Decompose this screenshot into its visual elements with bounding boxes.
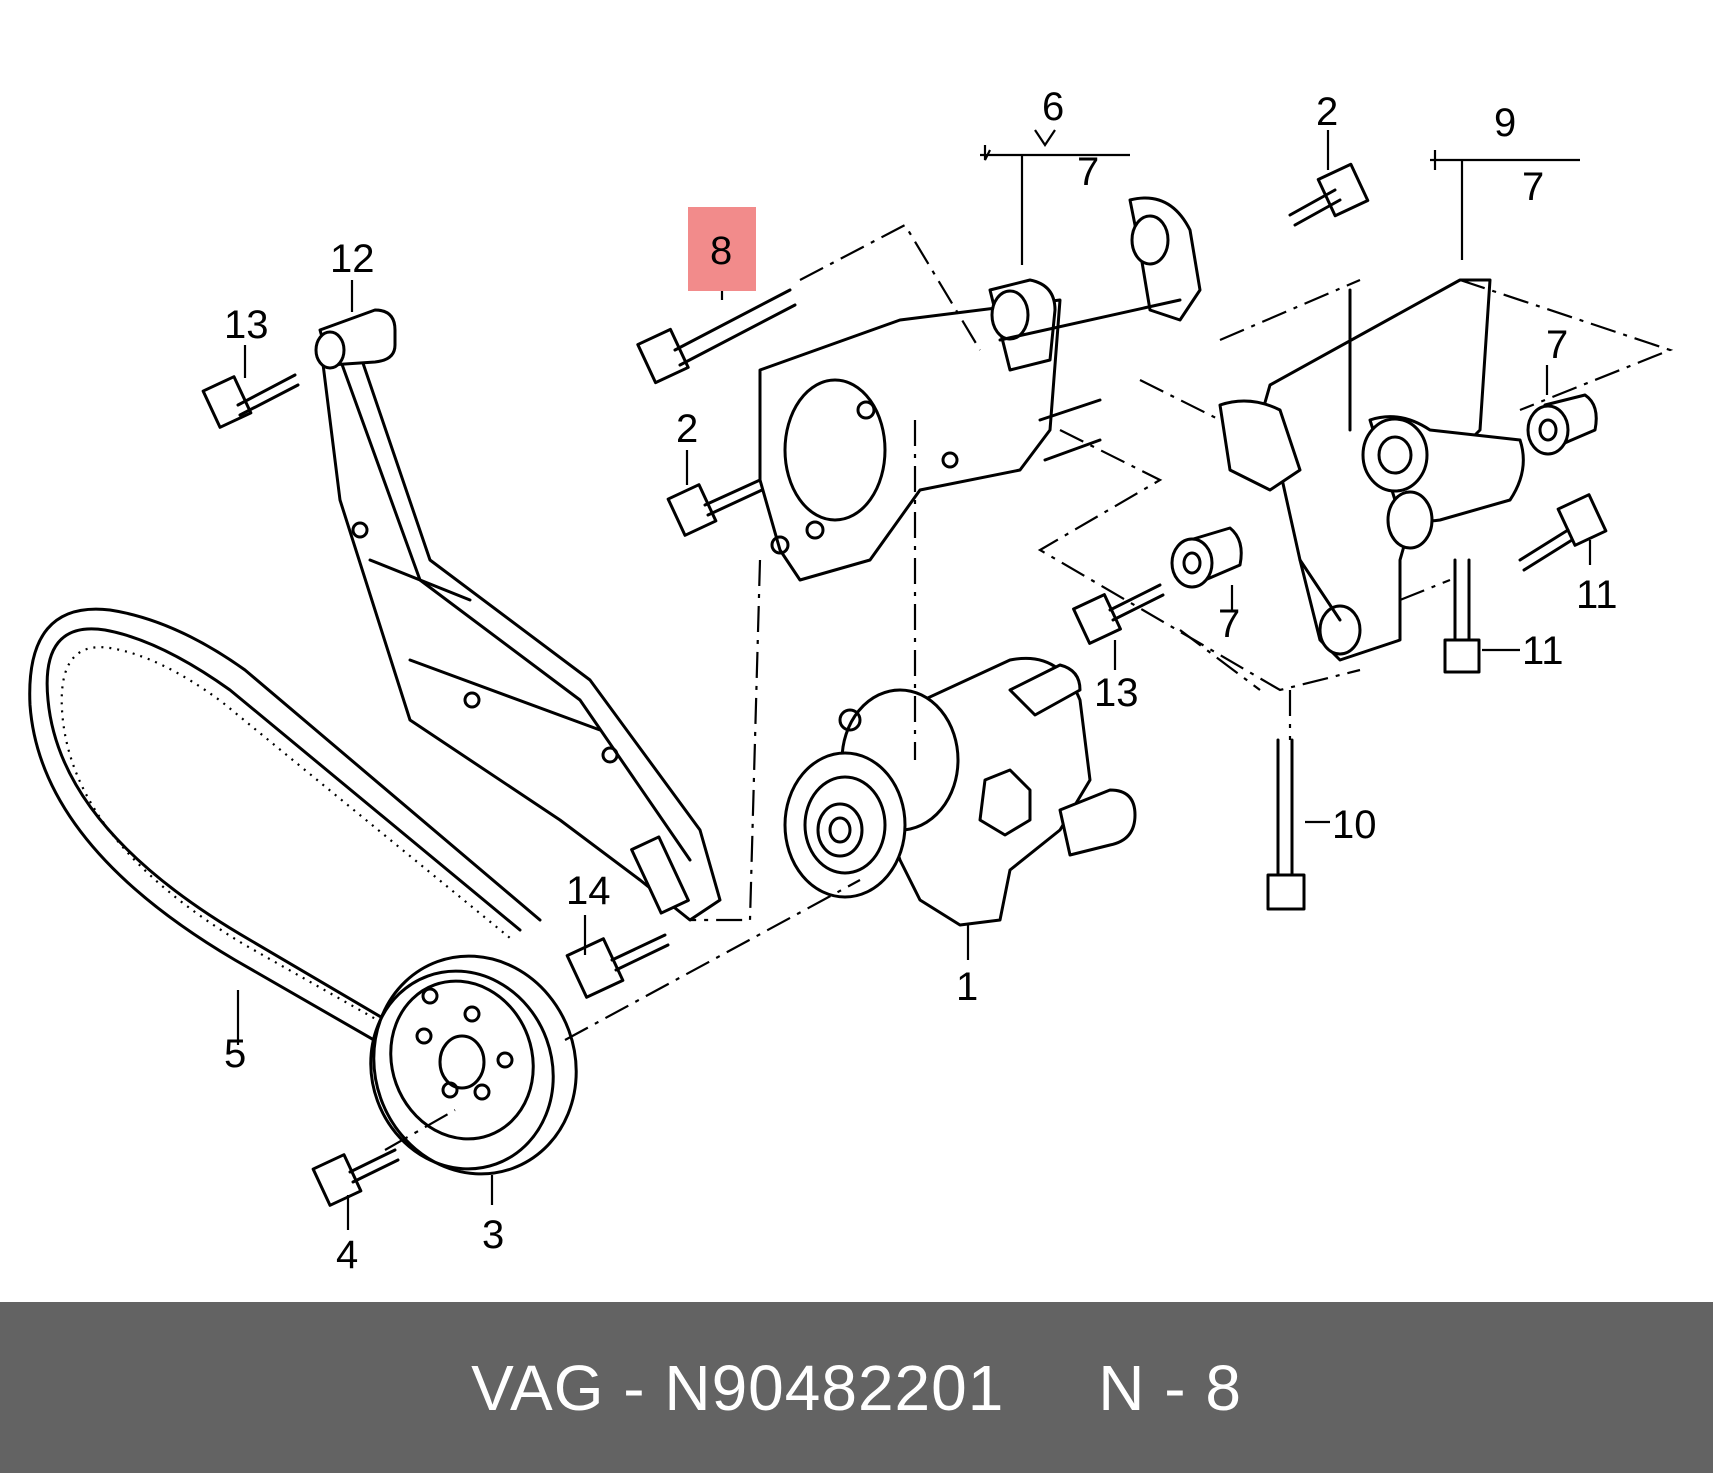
bolt-13-right [1072, 583, 1165, 645]
poly-v-belt [28, 607, 542, 1057]
bolt-2-left [666, 478, 764, 537]
bushing-7-right [1526, 393, 1598, 456]
tensioner-bracket [1218, 278, 1525, 662]
bushing-7-mid [1170, 526, 1243, 589]
callout-9: 9 [1494, 101, 1516, 145]
callout-11-lower: 11 [1522, 629, 1564, 673]
callout-13-left: 13 [224, 303, 269, 347]
callout-3: 3 [482, 1213, 504, 1257]
callout-7-mid: 7 [1218, 602, 1240, 646]
callout-11-right: 11 [1576, 573, 1618, 617]
callout-14: 14 [566, 869, 611, 913]
bolt-4 [311, 1148, 400, 1207]
bolt-2-top [1288, 162, 1370, 227]
callout-10: 10 [1332, 803, 1377, 847]
leader-lines [236, 129, 1592, 1230]
callout-7-top-left: 7 [1077, 150, 1099, 194]
callout-8-highlight [688, 207, 756, 291]
callout-13-right: 13 [1094, 671, 1139, 715]
callout-7-top-right: 7 [1522, 165, 1544, 209]
support-bracket [314, 308, 722, 922]
callout-labels: 1 2 2 3 4 5 6 7 7 7 7 8 9 10 11 11 12 13… [224, 85, 1618, 1277]
bolt-11-right [1518, 493, 1608, 572]
bolt-14 [565, 933, 670, 999]
callout-2-left: 2 [676, 407, 698, 451]
parts-diagram: 1 2 2 3 4 5 6 7 7 7 7 8 9 10 11 11 12 13… [28, 85, 1674, 1277]
callout-6: 6 [1042, 85, 1064, 129]
callout-7-right: 7 [1546, 323, 1568, 367]
power-steering-pump [783, 656, 1137, 927]
upper-bracket [758, 196, 1202, 582]
bolt-8 [636, 288, 797, 385]
assembly-lines [384, 223, 1674, 1151]
callout-1: 1 [956, 965, 978, 1009]
callout-5: 5 [224, 1032, 246, 1076]
bolt-13-left [201, 373, 300, 429]
part-number-footer: VAG - N90482201 N - 8 [0, 1302, 1713, 1473]
crankshaft-pulley [369, 954, 578, 1176]
callout-8: 8 [710, 229, 732, 273]
callout-4: 4 [336, 1233, 358, 1277]
callout-12: 12 [330, 237, 375, 281]
callout-2-top: 2 [1316, 90, 1338, 134]
bolt-10 [1266, 738, 1306, 911]
part-number-text: VAG - N90482201 N - 8 [471, 1351, 1242, 1424]
bolt-11-lower [1443, 558, 1481, 674]
